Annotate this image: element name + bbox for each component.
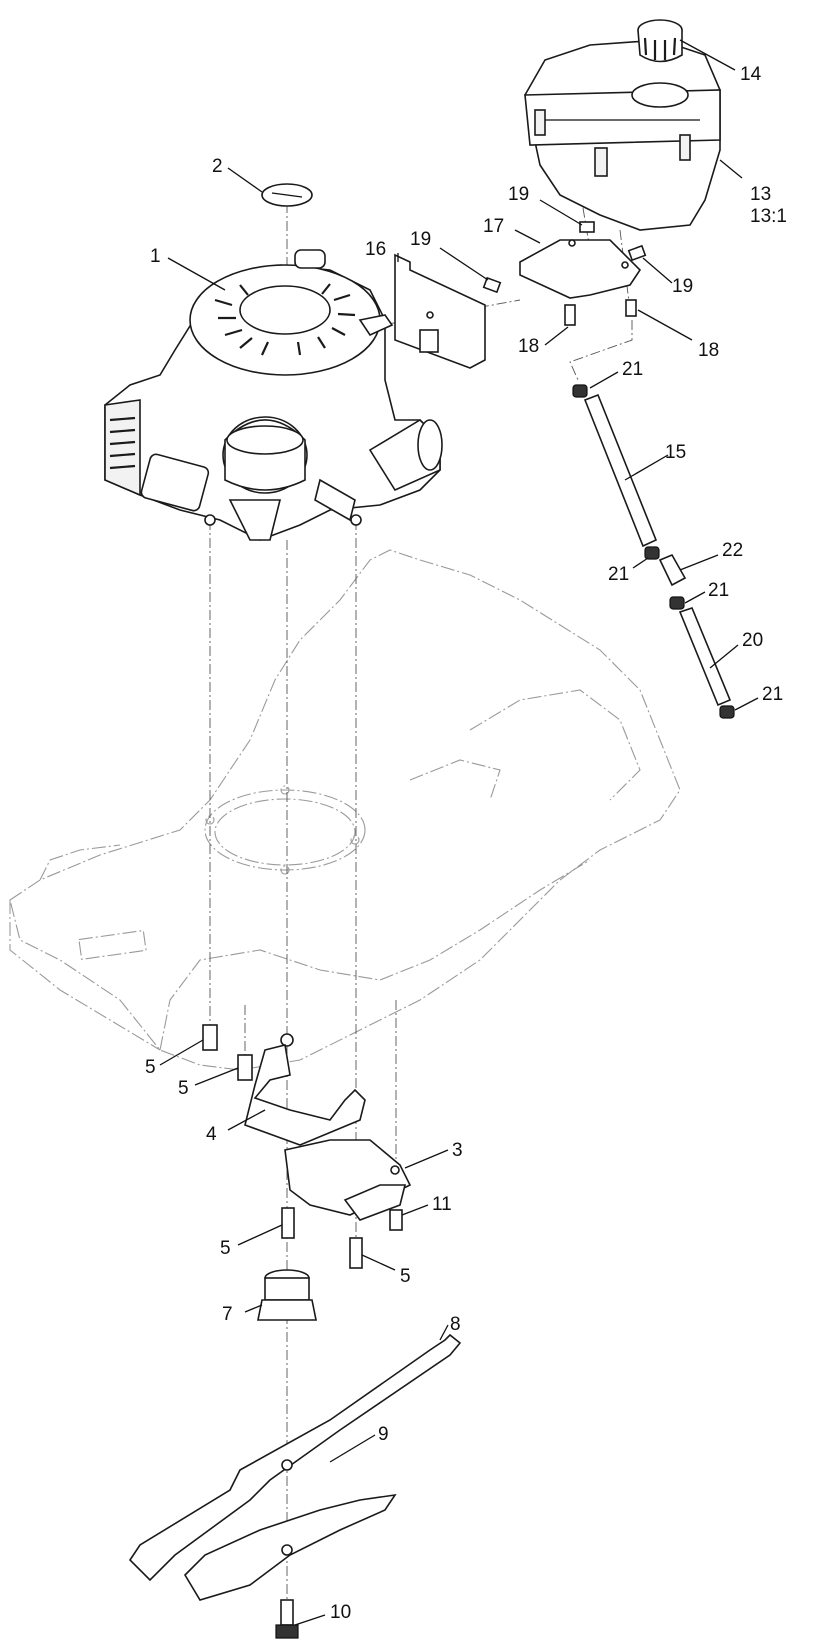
label-5a: 5: [145, 1057, 156, 1078]
label-19b: 19: [410, 229, 431, 250]
label-8: 8: [450, 1314, 461, 1335]
label-16: 16: [365, 239, 386, 260]
screws-18-19: [482, 221, 647, 326]
label-17: 17: [483, 216, 504, 237]
label-5d: 5: [400, 1266, 411, 1287]
tank-bracket-17: [519, 239, 642, 299]
label-5b: 5: [178, 1078, 189, 1099]
fuel-line-assembly: [572, 384, 735, 719]
label-19a: 19: [508, 184, 529, 205]
label-22: 22: [722, 540, 743, 561]
label-13-ratio: 13:1: [750, 206, 787, 227]
label-18b: 18: [698, 340, 719, 361]
label-14: 14: [740, 64, 762, 85]
label-9: 9: [378, 1424, 389, 1445]
bolts-5-11: [281, 1207, 403, 1269]
label-21d: 21: [762, 684, 783, 705]
blade-8: [128, 1333, 462, 1582]
blade-adapter-7: [257, 1269, 317, 1321]
cooling-fins: [109, 416, 136, 470]
label-18a: 18: [518, 336, 539, 357]
lower-hardware: [202, 1024, 294, 1081]
leader-lines: [159, 39, 759, 1626]
label-13: 13: [750, 184, 771, 205]
label-15: 15: [665, 442, 686, 463]
fuel-tank: [524, 39, 721, 231]
label-7: 7: [222, 1304, 233, 1325]
label-20: 20: [742, 630, 763, 651]
label-3: 3: [452, 1140, 463, 1161]
mower-deck-phantom: [9, 549, 681, 1071]
blade-9: [183, 1493, 397, 1601]
callout-labels: 1 2 3 4 5 5 5 5 7 8 9 10 11 13 13:1 14 1…: [145, 64, 787, 1623]
label-1: 1: [150, 246, 161, 267]
label-11: 11: [432, 1194, 452, 1215]
recoil-vents: [214, 283, 356, 356]
label-2: 2: [212, 156, 223, 177]
tank-bracket-16: [394, 253, 486, 369]
engine: [104, 249, 443, 541]
label-21a: 21: [622, 359, 643, 380]
label-21c: 21: [708, 580, 729, 601]
label-4: 4: [206, 1124, 217, 1145]
label-5c: 5: [220, 1238, 231, 1259]
label-19c: 19: [672, 276, 693, 297]
label-10: 10: [330, 1602, 351, 1623]
baffle-3: [284, 1139, 412, 1221]
fuel-cap: [637, 19, 683, 63]
decal: [261, 183, 313, 207]
bolt-10: [275, 1599, 299, 1639]
baffle-4: [244, 1044, 366, 1146]
label-21b: 21: [608, 564, 629, 585]
